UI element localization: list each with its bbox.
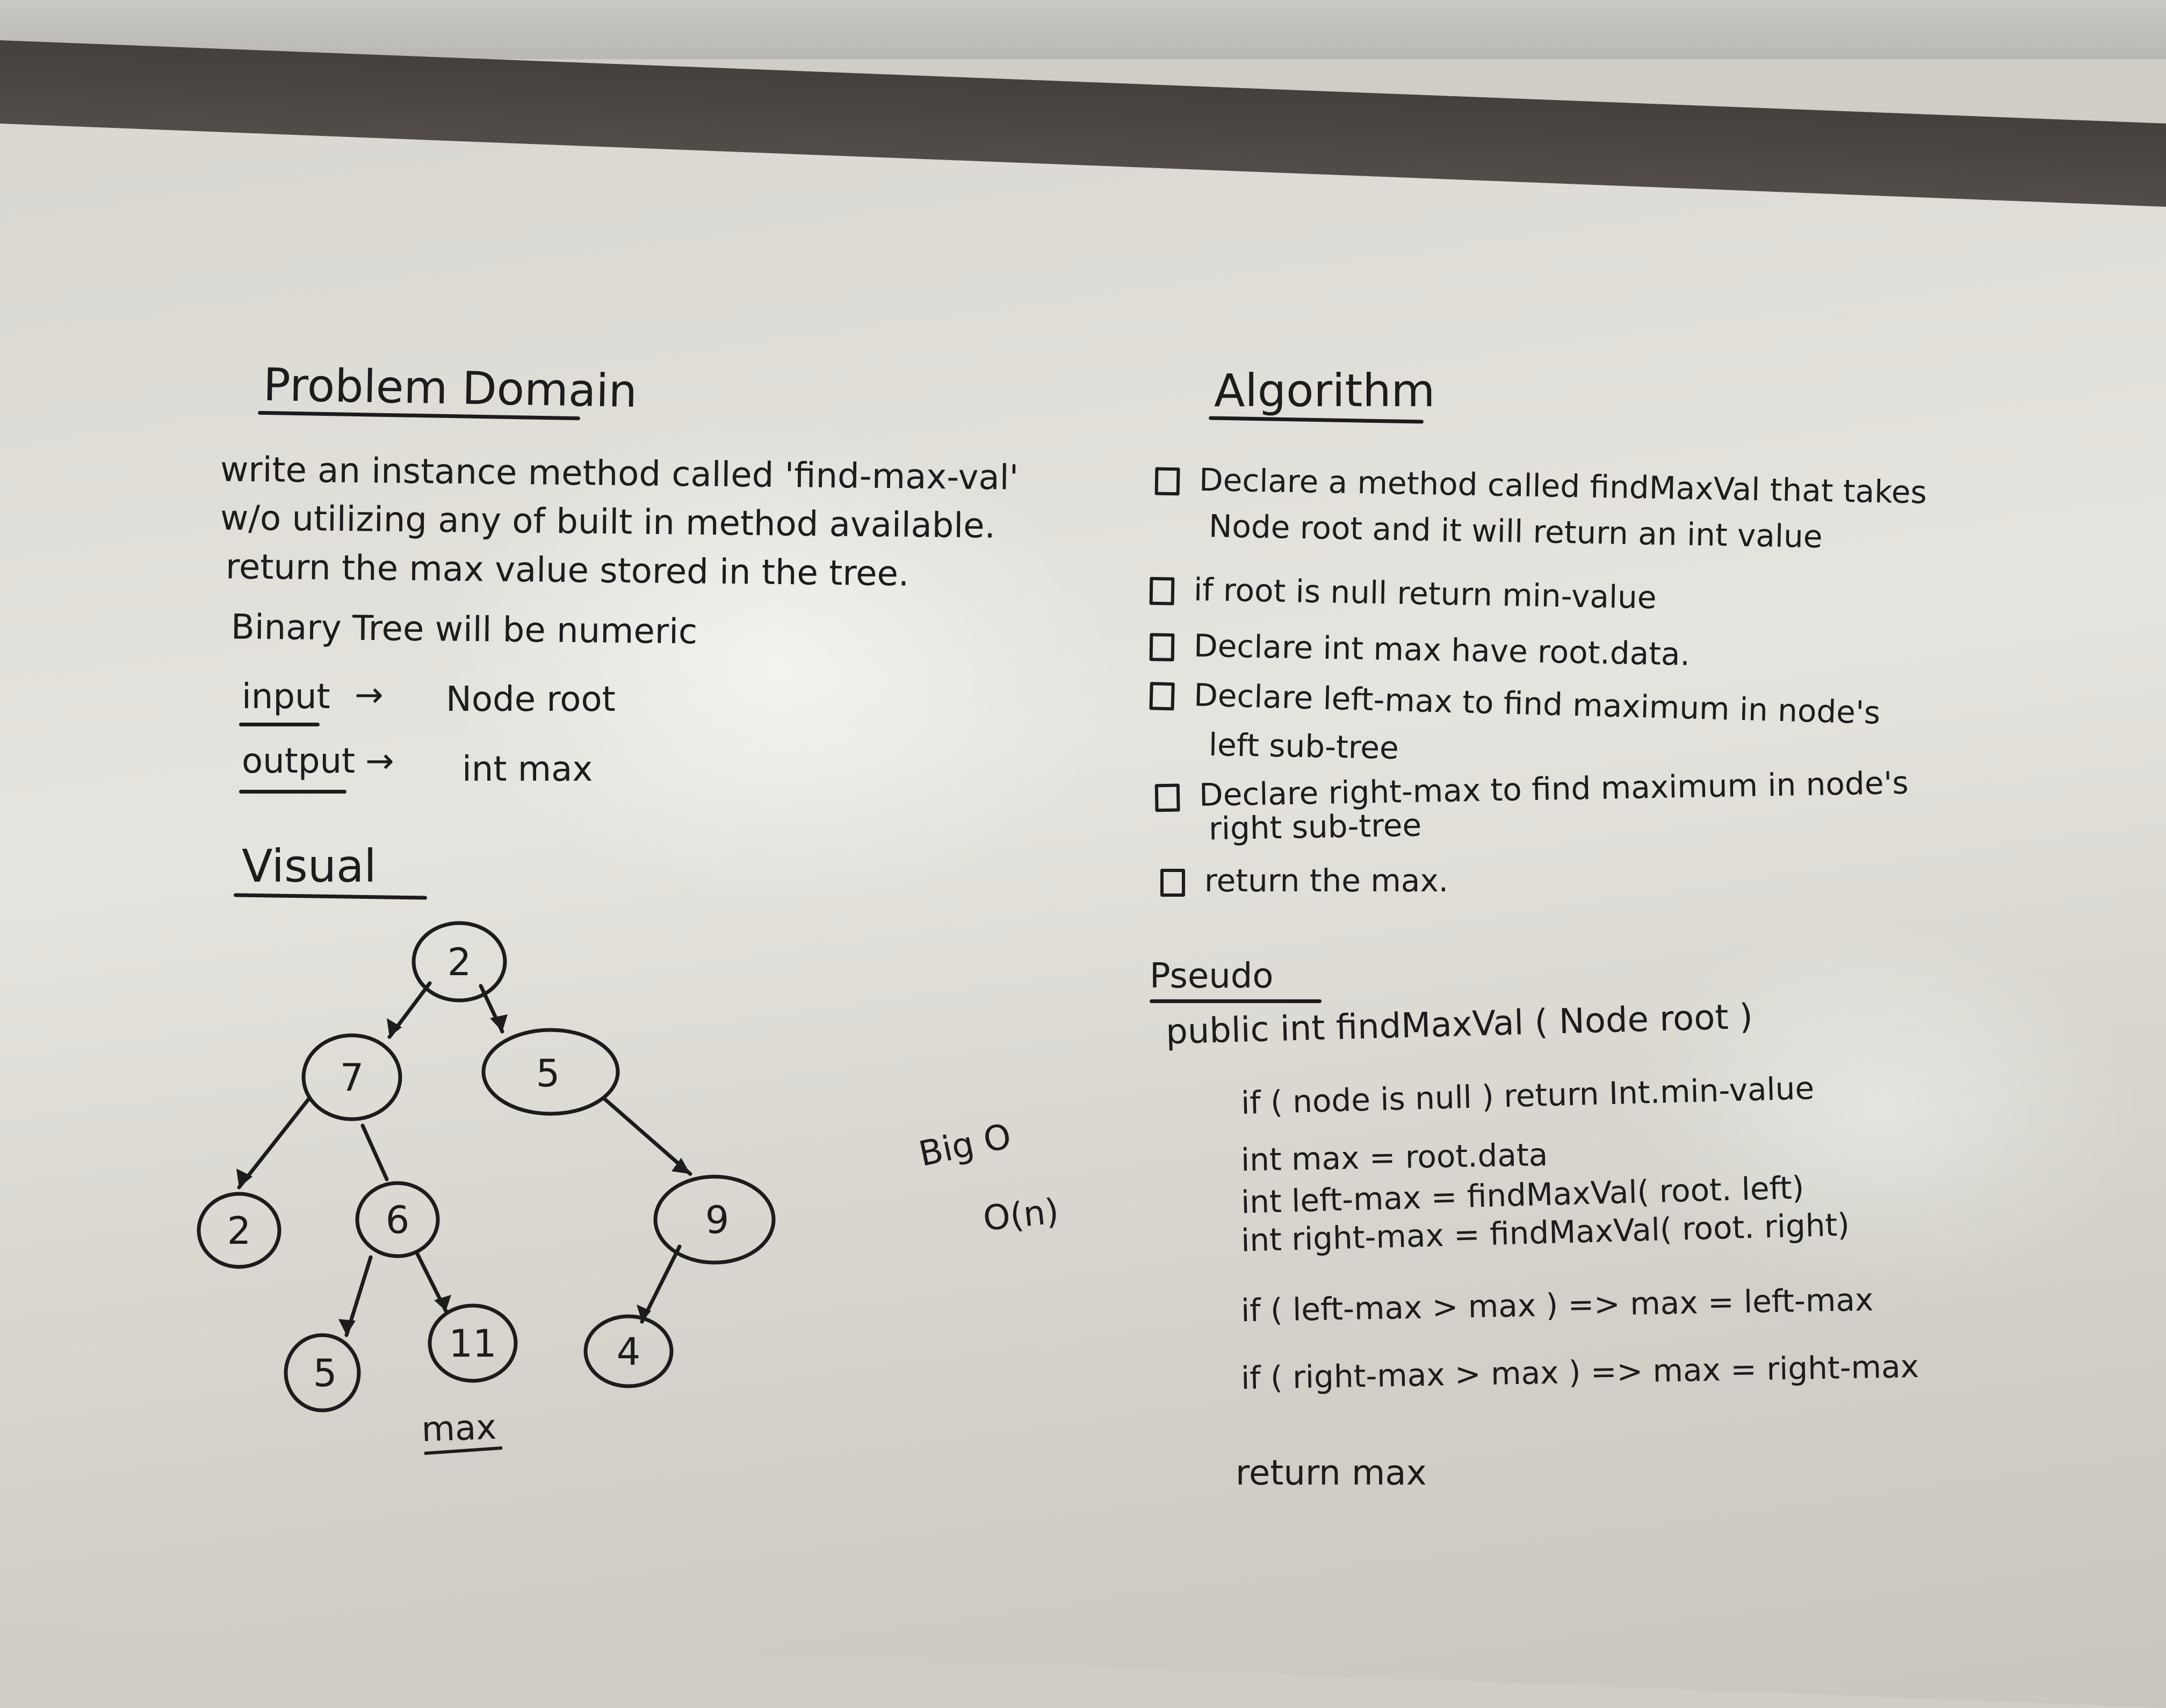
algorithm-step-continued: right sub-tree — [1208, 806, 1422, 847]
pseudo-heading: Pseudo — [1150, 956, 1274, 996]
visual-heading: Visual — [242, 840, 377, 892]
checkbox-icon — [1154, 467, 1180, 496]
tree-node-circle — [583, 1314, 674, 1388]
algorithm-step: if root is null return min-value — [1149, 571, 1657, 616]
checkbox-icon — [1149, 576, 1175, 606]
binary-tree-diagram: 2 7 5 2 6 9 5 11 4 max — [197, 921, 776, 1455]
tree-node-circle — [428, 1303, 518, 1383]
pseudo-line: int max = root.data — [1240, 1136, 1548, 1178]
input-arrow: → — [355, 675, 384, 715]
algorithm-step: return the max. — [1160, 865, 1448, 897]
output-value: int max — [462, 749, 593, 789]
max-underline — [424, 1446, 503, 1455]
tree-node-value: 11 — [449, 1322, 496, 1366]
tree-node-value: 6 — [386, 1198, 410, 1242]
checkbox-icon — [1149, 633, 1175, 661]
input-value: Node root — [446, 680, 616, 719]
tree-node-value: 2 — [227, 1209, 251, 1253]
tree-node-circle — [411, 921, 507, 1003]
pseudo-underline — [1150, 999, 1322, 1003]
checkbox-icon — [1160, 868, 1185, 897]
tree-node-value: 9 — [705, 1198, 730, 1242]
checkbox-icon — [1149, 682, 1175, 711]
ceiling — [0, 0, 2166, 59]
algorithm-step: Declare int max have root.data. — [1149, 628, 1691, 673]
algorithm-heading: Algorithm — [1214, 364, 1435, 417]
output-underline — [239, 790, 346, 794]
tree-node-circle — [355, 1181, 440, 1258]
input-underline — [239, 723, 320, 726]
output-arrow: → — [365, 741, 394, 781]
tree-node-circle — [653, 1174, 776, 1265]
algorithm-step-continued: left sub-tree — [1208, 726, 1399, 767]
pseudo-line: return max — [1236, 1453, 1427, 1493]
tree-node-circle — [301, 1033, 402, 1121]
tree-node-circle — [197, 1192, 281, 1269]
tree-node-value: 5 — [536, 1051, 560, 1096]
max-label: max — [421, 1408, 497, 1450]
input-label: input — [242, 677, 330, 717]
output-label: output — [242, 741, 356, 781]
tree-node-circle — [284, 1333, 361, 1412]
tree-node-value: 2 — [447, 940, 472, 984]
tree-node-value: 4 — [617, 1330, 641, 1374]
big-o-value: O(n) — [981, 1191, 1061, 1239]
tree-node-value: 7 — [340, 1056, 364, 1100]
tree-node-circle — [481, 1028, 620, 1116]
checkbox-icon — [1154, 783, 1180, 812]
tree-node-value: 5 — [313, 1351, 337, 1395]
